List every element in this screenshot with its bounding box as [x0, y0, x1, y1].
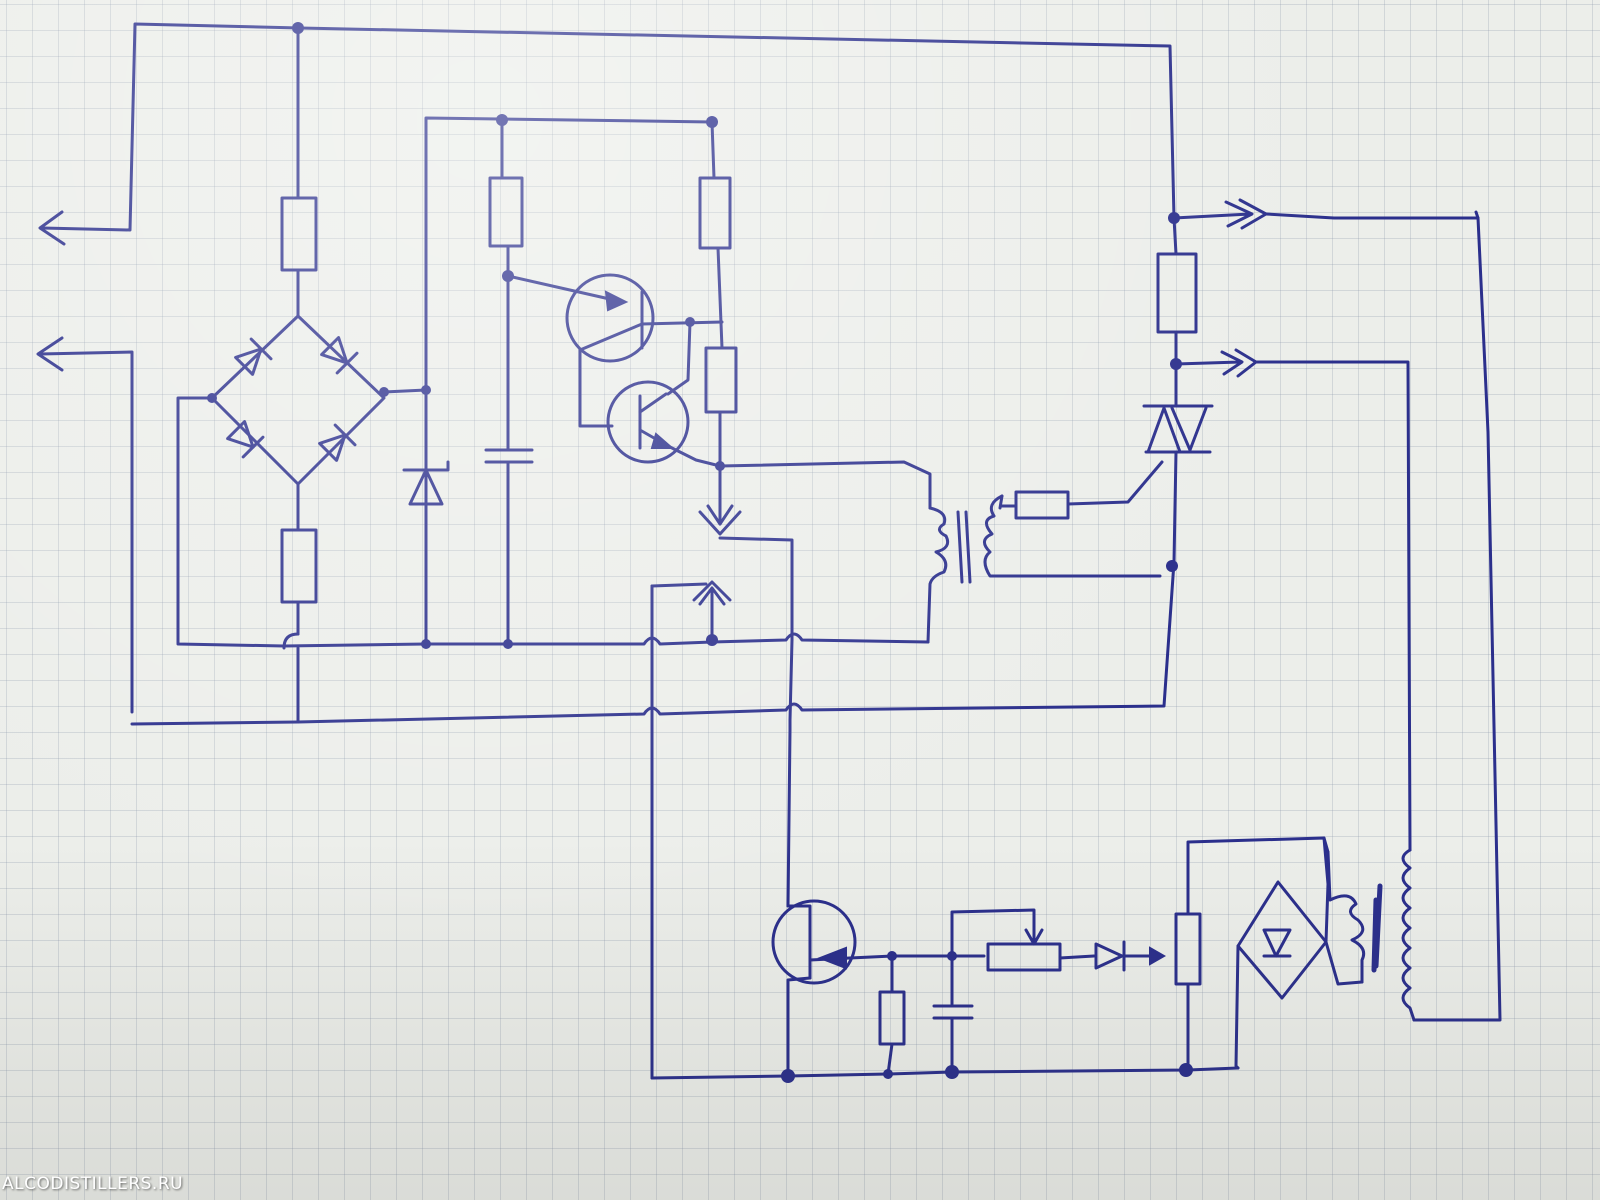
- timing-capacitor: [484, 274, 534, 646]
- npn-transistor: [606, 320, 722, 468]
- gate-feed-line: [848, 954, 986, 960]
- heater-connector-bottom: [1174, 348, 1412, 852]
- lower-diode-bridge: [1234, 880, 1364, 1070]
- gate-resistor: [1000, 460, 1164, 520]
- filter-capacitor: [932, 954, 974, 1074]
- pnp-transistor: [506, 273, 724, 428]
- bridge-left-return: [176, 396, 286, 648]
- bridge-resistor-bottom: [280, 482, 318, 724]
- common-rail: [282, 632, 930, 648]
- top-mains-rail: [298, 26, 1176, 220]
- opto-output-line: [718, 536, 794, 642]
- fet-transistor: [771, 899, 857, 1078]
- heater-lead: [1412, 216, 1502, 1022]
- positive-supply-rail: [382, 116, 714, 394]
- pulse-drive-line: [718, 460, 932, 510]
- collector-resistor: [698, 120, 732, 350]
- emitter-resistor: [704, 346, 738, 468]
- optocoupler-arrow-up: [650, 580, 732, 644]
- junction-dot: [706, 634, 718, 646]
- timing-resistor: [488, 118, 524, 278]
- bridge-resistor-top: [280, 26, 318, 318]
- lower-link-right: [786, 638, 794, 908]
- bottom-mains-rail: [130, 560, 1176, 726]
- lower-board-ground: [650, 1066, 1240, 1080]
- optocoupler-arrow-down: [698, 464, 742, 536]
- potentiometer: [950, 908, 1096, 972]
- snubber-resistor: [1156, 216, 1198, 366]
- sensor-resistor: [1174, 836, 1330, 1072]
- junction-dot: [421, 639, 431, 649]
- pulse-transformer: [926, 494, 1162, 644]
- bias-resistor: [878, 954, 906, 1076]
- junction-dot: [503, 639, 513, 649]
- junction-dot: [421, 385, 431, 395]
- heater-winding: [1373, 848, 1416, 1022]
- output-terminal-bottom: [36, 336, 134, 714]
- zener-diode: [402, 388, 450, 642]
- watermark-text: ALCODISTILLERS.RU: [2, 1174, 184, 1194]
- diode-bridge: [210, 314, 386, 486]
- triac: [1142, 362, 1214, 564]
- junction-dot: [1166, 560, 1178, 572]
- sense-transformer: [1322, 836, 1379, 984]
- junction-dot: [1179, 1063, 1193, 1077]
- sensor-diode: [1094, 940, 1167, 972]
- heater-connector-top: [1172, 198, 1480, 230]
- output-terminal-top: [38, 22, 302, 246]
